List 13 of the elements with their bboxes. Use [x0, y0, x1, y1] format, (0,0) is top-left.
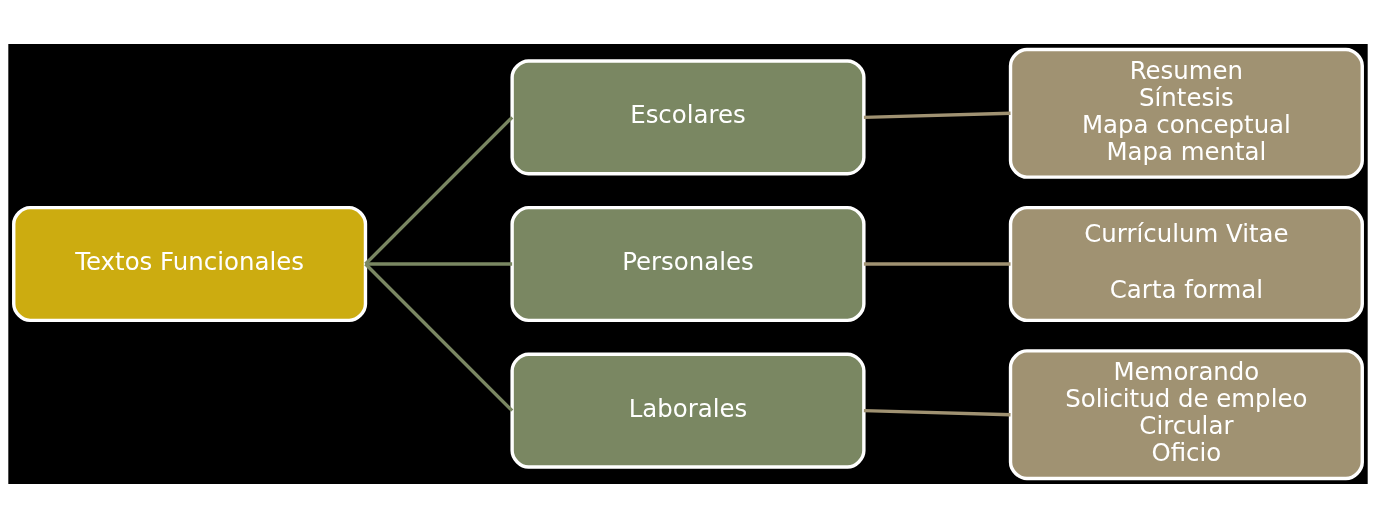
connector: [364, 116, 514, 266]
connector: [364, 262, 514, 412]
node-box: Currículum Vitae Carta formal: [1008, 205, 1364, 323]
node-box: Resumen Síntesis Mapa conceptual Mapa mental: [1008, 47, 1364, 179]
connector: [863, 408, 1011, 417]
node-box: Memorando Solicitud de empleo Circular Oficio: [1008, 349, 1364, 481]
node-box: Personales: [510, 205, 866, 323]
connector: [863, 262, 1011, 266]
connector: [863, 111, 1011, 120]
node-box: Textos Funcionales: [12, 205, 368, 323]
node-box: Laborales: [510, 352, 866, 469]
node-box: Escolares: [510, 59, 866, 176]
connector: [365, 262, 513, 266]
